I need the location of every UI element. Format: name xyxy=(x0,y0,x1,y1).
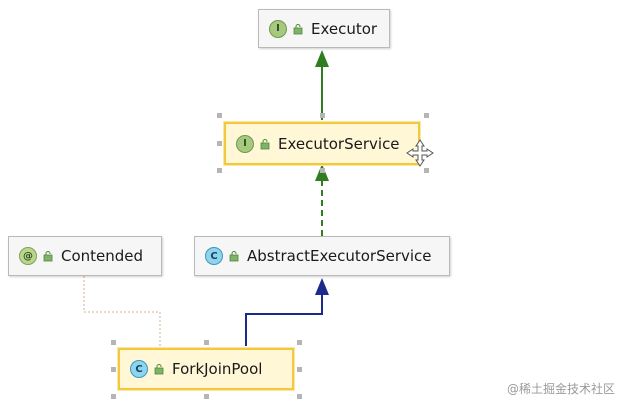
selection-handle[interactable] xyxy=(217,141,222,146)
selection-handle[interactable] xyxy=(217,168,222,173)
selection-handle[interactable] xyxy=(111,394,116,399)
edge-abstract-to-executorservice xyxy=(315,164,329,236)
edge-forkjoinpool-to-abstract xyxy=(245,278,329,346)
edge-forkjoinpool-to-contended xyxy=(83,276,161,346)
interface-badge-icon: I xyxy=(269,19,287,38)
node-executor[interactable]: I Executor xyxy=(258,9,390,48)
node-contended[interactable]: @ Contended xyxy=(8,236,162,276)
lock-icon xyxy=(260,138,270,149)
selection-handle[interactable] xyxy=(297,394,302,399)
selection-handle[interactable] xyxy=(204,340,209,345)
node-label: Executor xyxy=(311,19,378,38)
lock-icon xyxy=(154,364,164,375)
node-abstractexecutorservice[interactable]: C AbstractExecutorService xyxy=(194,236,450,276)
node-label: ForkJoinPool xyxy=(172,360,263,378)
selection-handle[interactable] xyxy=(111,367,116,372)
selection-handle[interactable] xyxy=(204,394,209,399)
selection-handle[interactable] xyxy=(320,113,325,118)
lock-icon xyxy=(43,251,53,262)
selection-handle[interactable] xyxy=(297,340,302,345)
lock-icon xyxy=(293,23,303,34)
selection-handle[interactable] xyxy=(424,168,429,173)
node-label: AbstractExecutorService xyxy=(247,247,432,265)
selection-handle[interactable] xyxy=(297,367,302,372)
selection-handle[interactable] xyxy=(424,113,429,118)
node-label: ExecutorService xyxy=(278,134,400,153)
node-executorservice[interactable]: I ExecutorService xyxy=(224,122,420,165)
lock-icon xyxy=(229,251,239,262)
class-badge-icon: C xyxy=(130,360,148,378)
node-label: Contended xyxy=(61,247,144,265)
selection-handle[interactable] xyxy=(217,113,222,118)
move-cursor-icon xyxy=(406,139,434,167)
watermark: @稀土掘金技术社区 xyxy=(506,382,615,396)
edge-executorservice-to-executor xyxy=(315,50,329,120)
annotation-badge-icon: @ xyxy=(19,247,37,265)
class-badge-icon: C xyxy=(205,247,223,265)
interface-badge-icon: I xyxy=(236,134,254,153)
selection-handle[interactable] xyxy=(320,168,325,173)
selection-handle[interactable] xyxy=(111,340,116,345)
node-forkjoinpool[interactable]: C ForkJoinPool xyxy=(118,348,294,390)
